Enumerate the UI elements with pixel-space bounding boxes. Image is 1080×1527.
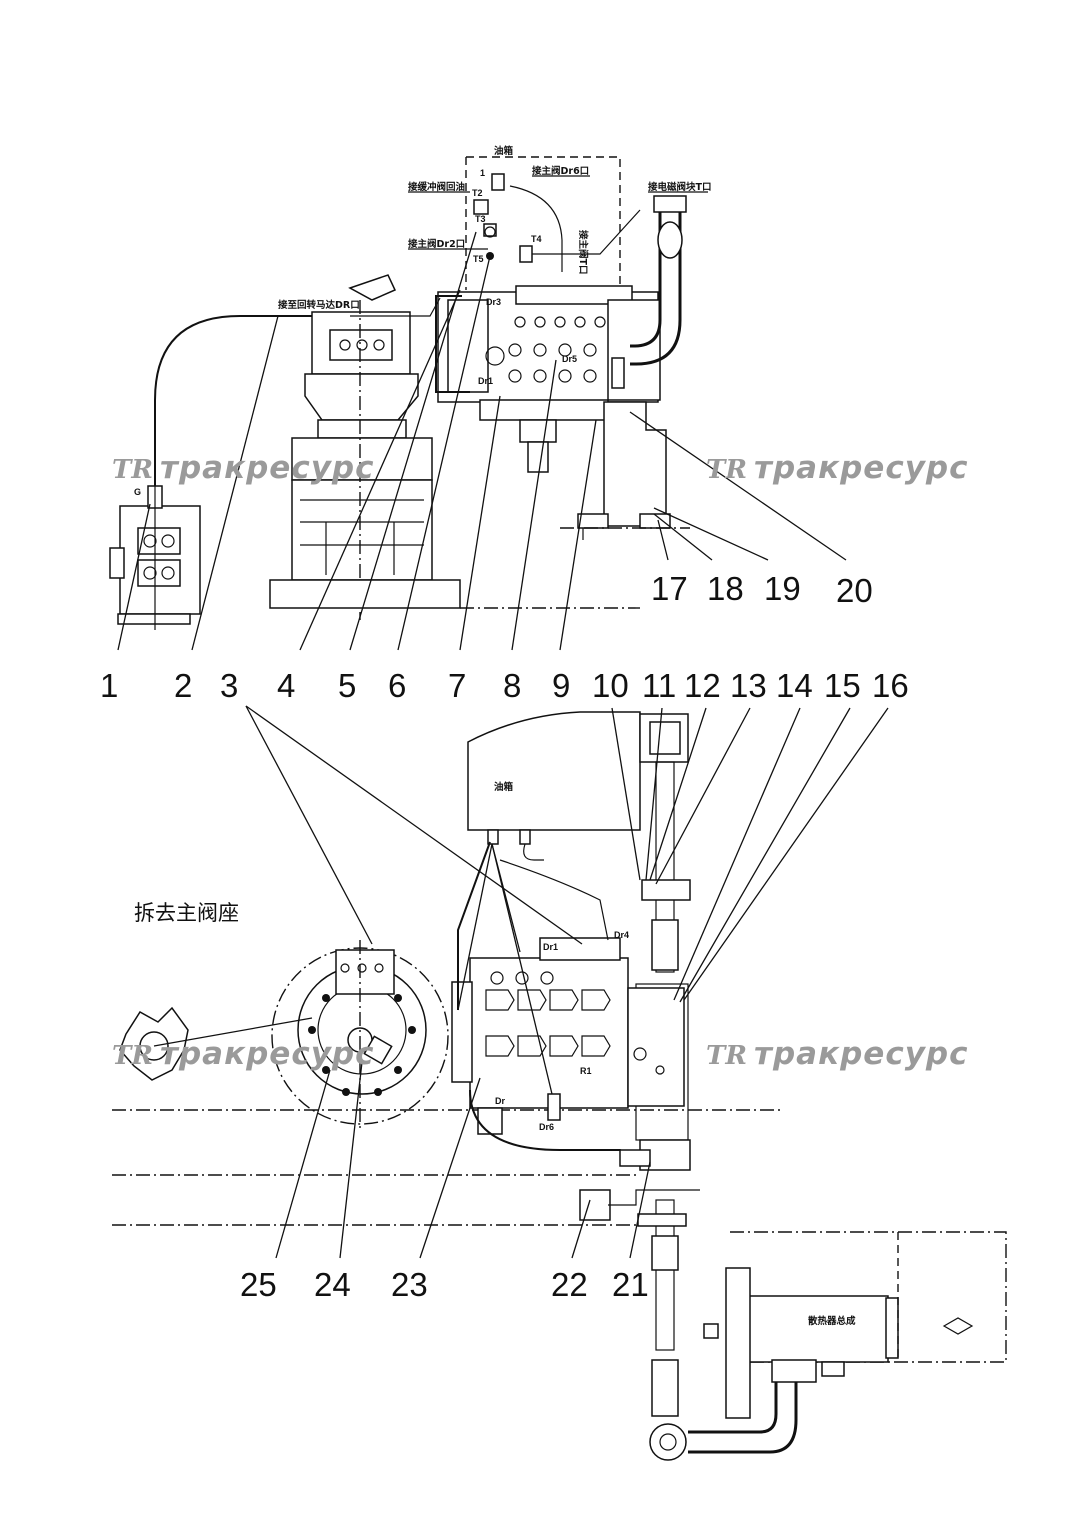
port-dr6-bottom: Dr6 (539, 1122, 554, 1132)
port-t3: T3 (475, 214, 486, 224)
valve-spools (485, 971, 665, 1075)
watermark-text: тракресурс (754, 450, 968, 486)
valve-support-bracket (560, 401, 690, 540)
callout-1: 1 (100, 667, 118, 704)
top-view: 油箱 G 接至回转马达DR口 (109, 145, 847, 651)
return-pipe-vertical (635, 713, 798, 1461)
label-to-main-valve-dr6: 接主阀Dr6口 (532, 165, 589, 177)
port-t2: T2 (472, 188, 483, 198)
callout-24: 24 (314, 1266, 351, 1303)
callout-10: 10 (592, 667, 629, 704)
callout-numbers: 1 2 3 4 5 6 7 8 9 10 11 12 13 14 15 16 1… (100, 570, 909, 1303)
watermark-logo: TR (112, 1041, 153, 1071)
drain-hose-pump (154, 315, 350, 486)
bracket-22 (579, 1189, 611, 1221)
valve-bores (485, 316, 606, 383)
swing-motor-plan (271, 940, 449, 1130)
callout-4: 4 (277, 667, 295, 704)
drain-hose-b2 (499, 859, 609, 941)
top-leader-lines (117, 231, 847, 651)
drain-hose-b3 (469, 1089, 643, 1161)
oil-tank: 油箱 (467, 711, 641, 861)
label-vertical: 接主阀T口 (577, 230, 589, 274)
callout-19: 19 (764, 570, 801, 607)
port-g: G (134, 487, 141, 497)
watermark-text: тракресурс (754, 1036, 968, 1072)
label-remove-main-valve-seat: 拆去主阀座 (134, 901, 239, 925)
callout-12: 12 (684, 667, 721, 704)
radiator-assembly: 散热器总成 (703, 1231, 1007, 1419)
callout-6: 6 (388, 667, 406, 704)
callout-13: 13 (730, 667, 767, 704)
pump-plan (119, 1006, 313, 1081)
callout-17: 17 (651, 570, 688, 607)
callout-7: 7 (448, 667, 466, 704)
port-dr3-top: Dr3 (486, 297, 501, 307)
watermark-text: тракресурс (160, 450, 374, 486)
label-to-solenoid-t: 接电磁阀块T口 (648, 181, 711, 193)
callout-14: 14 (776, 667, 813, 704)
top-fittings (473, 173, 533, 263)
top-oil-tank-label: 油箱 (494, 145, 514, 157)
callout-15: 15 (824, 667, 861, 704)
hose-to-dr6 (509, 185, 563, 272)
watermark-logo: TR (112, 455, 153, 485)
hose-motor-to-valve (350, 297, 441, 317)
port-r1-bottom: R1 (580, 1066, 592, 1076)
watermark-bottom-left: TR тракресурс (112, 1036, 374, 1072)
bottom-leader-lines (245, 705, 889, 1259)
callout-25: 25 (240, 1266, 277, 1303)
main-control-valve: Dr1 Dr3 Dr5 (437, 285, 661, 473)
hydraulic-pump: G (109, 474, 201, 630)
port-t5: T5 (473, 254, 484, 264)
port-1: 1 (480, 168, 485, 178)
callout-9: 9 (552, 667, 570, 704)
swing-motor-reducer (291, 274, 433, 620)
port-dr4-bottom: Dr4 (614, 930, 629, 940)
callout-16: 16 (872, 667, 909, 704)
top-return-pipe (630, 195, 687, 366)
port-dr1-top: Dr1 (478, 376, 493, 386)
label-to-swing-motor-dr: 接至回转马达DR口 (278, 299, 360, 311)
main-valve-plan: Dr1 Dr4 Dr6 R1 Dr (451, 930, 685, 1135)
hose-to-solenoid-t (528, 209, 641, 255)
callout-5: 5 (338, 667, 356, 704)
watermark-bottom-right: TR тракресурс (706, 1036, 968, 1072)
bottom-view: 油箱 散热器总成 (112, 705, 1007, 1461)
callout-20: 20 (836, 572, 873, 609)
callout-2: 2 (174, 667, 192, 704)
port-dr-bottom: Dr (495, 1096, 505, 1106)
callout-8: 8 (503, 667, 521, 704)
callout-11: 11 (642, 667, 676, 704)
callout-3: 3 (220, 667, 238, 704)
port-dr5-top: Dr5 (562, 354, 577, 364)
callout-22: 22 (551, 1266, 588, 1303)
watermark-logo: TR (706, 1041, 747, 1071)
top-oil-tank-outline: 油箱 (465, 145, 621, 290)
callout-18: 18 (707, 570, 744, 607)
label-to-main-valve-dr2: 接主阀Dr2口 (408, 238, 465, 250)
watermark-logo: TR (706, 455, 747, 485)
oil-tank-label: 油箱 (494, 781, 514, 793)
bracket-arm (608, 1189, 700, 1206)
clamp (637, 1213, 687, 1227)
label-to-pilot-return: 接缓冲阀回油 (408, 181, 465, 193)
watermark-top-left: TR тракресурс (112, 450, 374, 486)
radiator-label: 散热器总成 (808, 1315, 856, 1327)
callout-23: 23 (391, 1266, 428, 1303)
fitting-21 (619, 1149, 651, 1167)
watermark-text: тракресурс (160, 1036, 374, 1072)
top-base-plate (269, 579, 640, 609)
watermark-top-right: TR тракресурс (706, 450, 968, 486)
port-t4: T4 (531, 234, 542, 244)
callout-21: 21 (612, 1266, 649, 1303)
port-dr1-bottom: Dr1 (543, 942, 558, 952)
